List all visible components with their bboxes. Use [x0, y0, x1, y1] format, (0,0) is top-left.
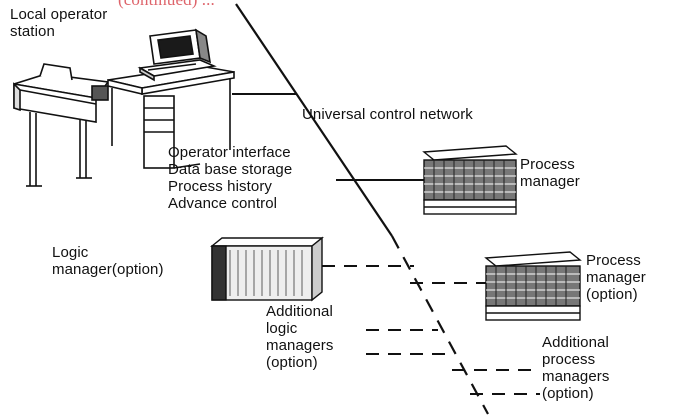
additional-process-line-2: process — [542, 351, 596, 368]
function-advance-control: Advance control — [168, 195, 278, 212]
local-operator-station-label: Local operator station — [10, 6, 107, 40]
additional-process-line-4: (option) — [542, 385, 594, 402]
process-manager-1-label: Process manager — [520, 156, 580, 190]
pm2-line-3: (option) — [586, 286, 638, 303]
additional-logic-managers-label: Additional logic managers (option) — [266, 303, 334, 371]
additional-logic-line-2: logic — [266, 320, 298, 337]
function-process-history: Process history — [168, 178, 273, 195]
process-manager-1-icon — [422, 145, 518, 215]
logic-manager-label: Logic manager(option) — [52, 244, 164, 278]
function-database-storage: Data base storage — [168, 161, 293, 178]
additional-logic-line-4: (option) — [266, 354, 318, 371]
connection-lines — [232, 93, 540, 395]
network-backbone — [235, 3, 489, 415]
function-operator-interface: Operator interface — [168, 144, 291, 161]
additional-logic-line-3: managers — [266, 337, 334, 354]
additional-process-line-1: Additional — [542, 334, 609, 351]
computer-terminal-icon — [137, 28, 217, 82]
local-station-line-1: Local operator — [10, 6, 108, 23]
pm2-line-2: manager — [586, 269, 646, 286]
additional-process-managers-label: Additional process managers (option) — [542, 334, 610, 402]
cut-off-caption: (continued) ... — [118, 0, 215, 8]
logic-manager-line-1: Logic — [52, 244, 89, 261]
logic-manager-line-2: manager(option) — [52, 261, 164, 278]
network-label: Universal control network — [302, 106, 473, 123]
additional-logic-line-1: Additional — [266, 303, 333, 320]
logic-manager-icon — [210, 236, 324, 302]
process-manager-2-icon — [484, 251, 582, 321]
local-station-line-2: station — [10, 23, 55, 40]
station-functions-label: Operator interface Data base storage Pro… — [168, 144, 292, 212]
pm2-line-1: Process — [586, 252, 641, 269]
printer-icon — [13, 63, 110, 187]
process-manager-2-label: Process manager (option) — [586, 252, 646, 303]
pm1-line-2: manager — [520, 173, 580, 190]
pm1-line-1: Process — [520, 156, 575, 173]
additional-process-line-3: managers — [542, 368, 610, 385]
operator-desk-icon — [107, 65, 235, 169]
